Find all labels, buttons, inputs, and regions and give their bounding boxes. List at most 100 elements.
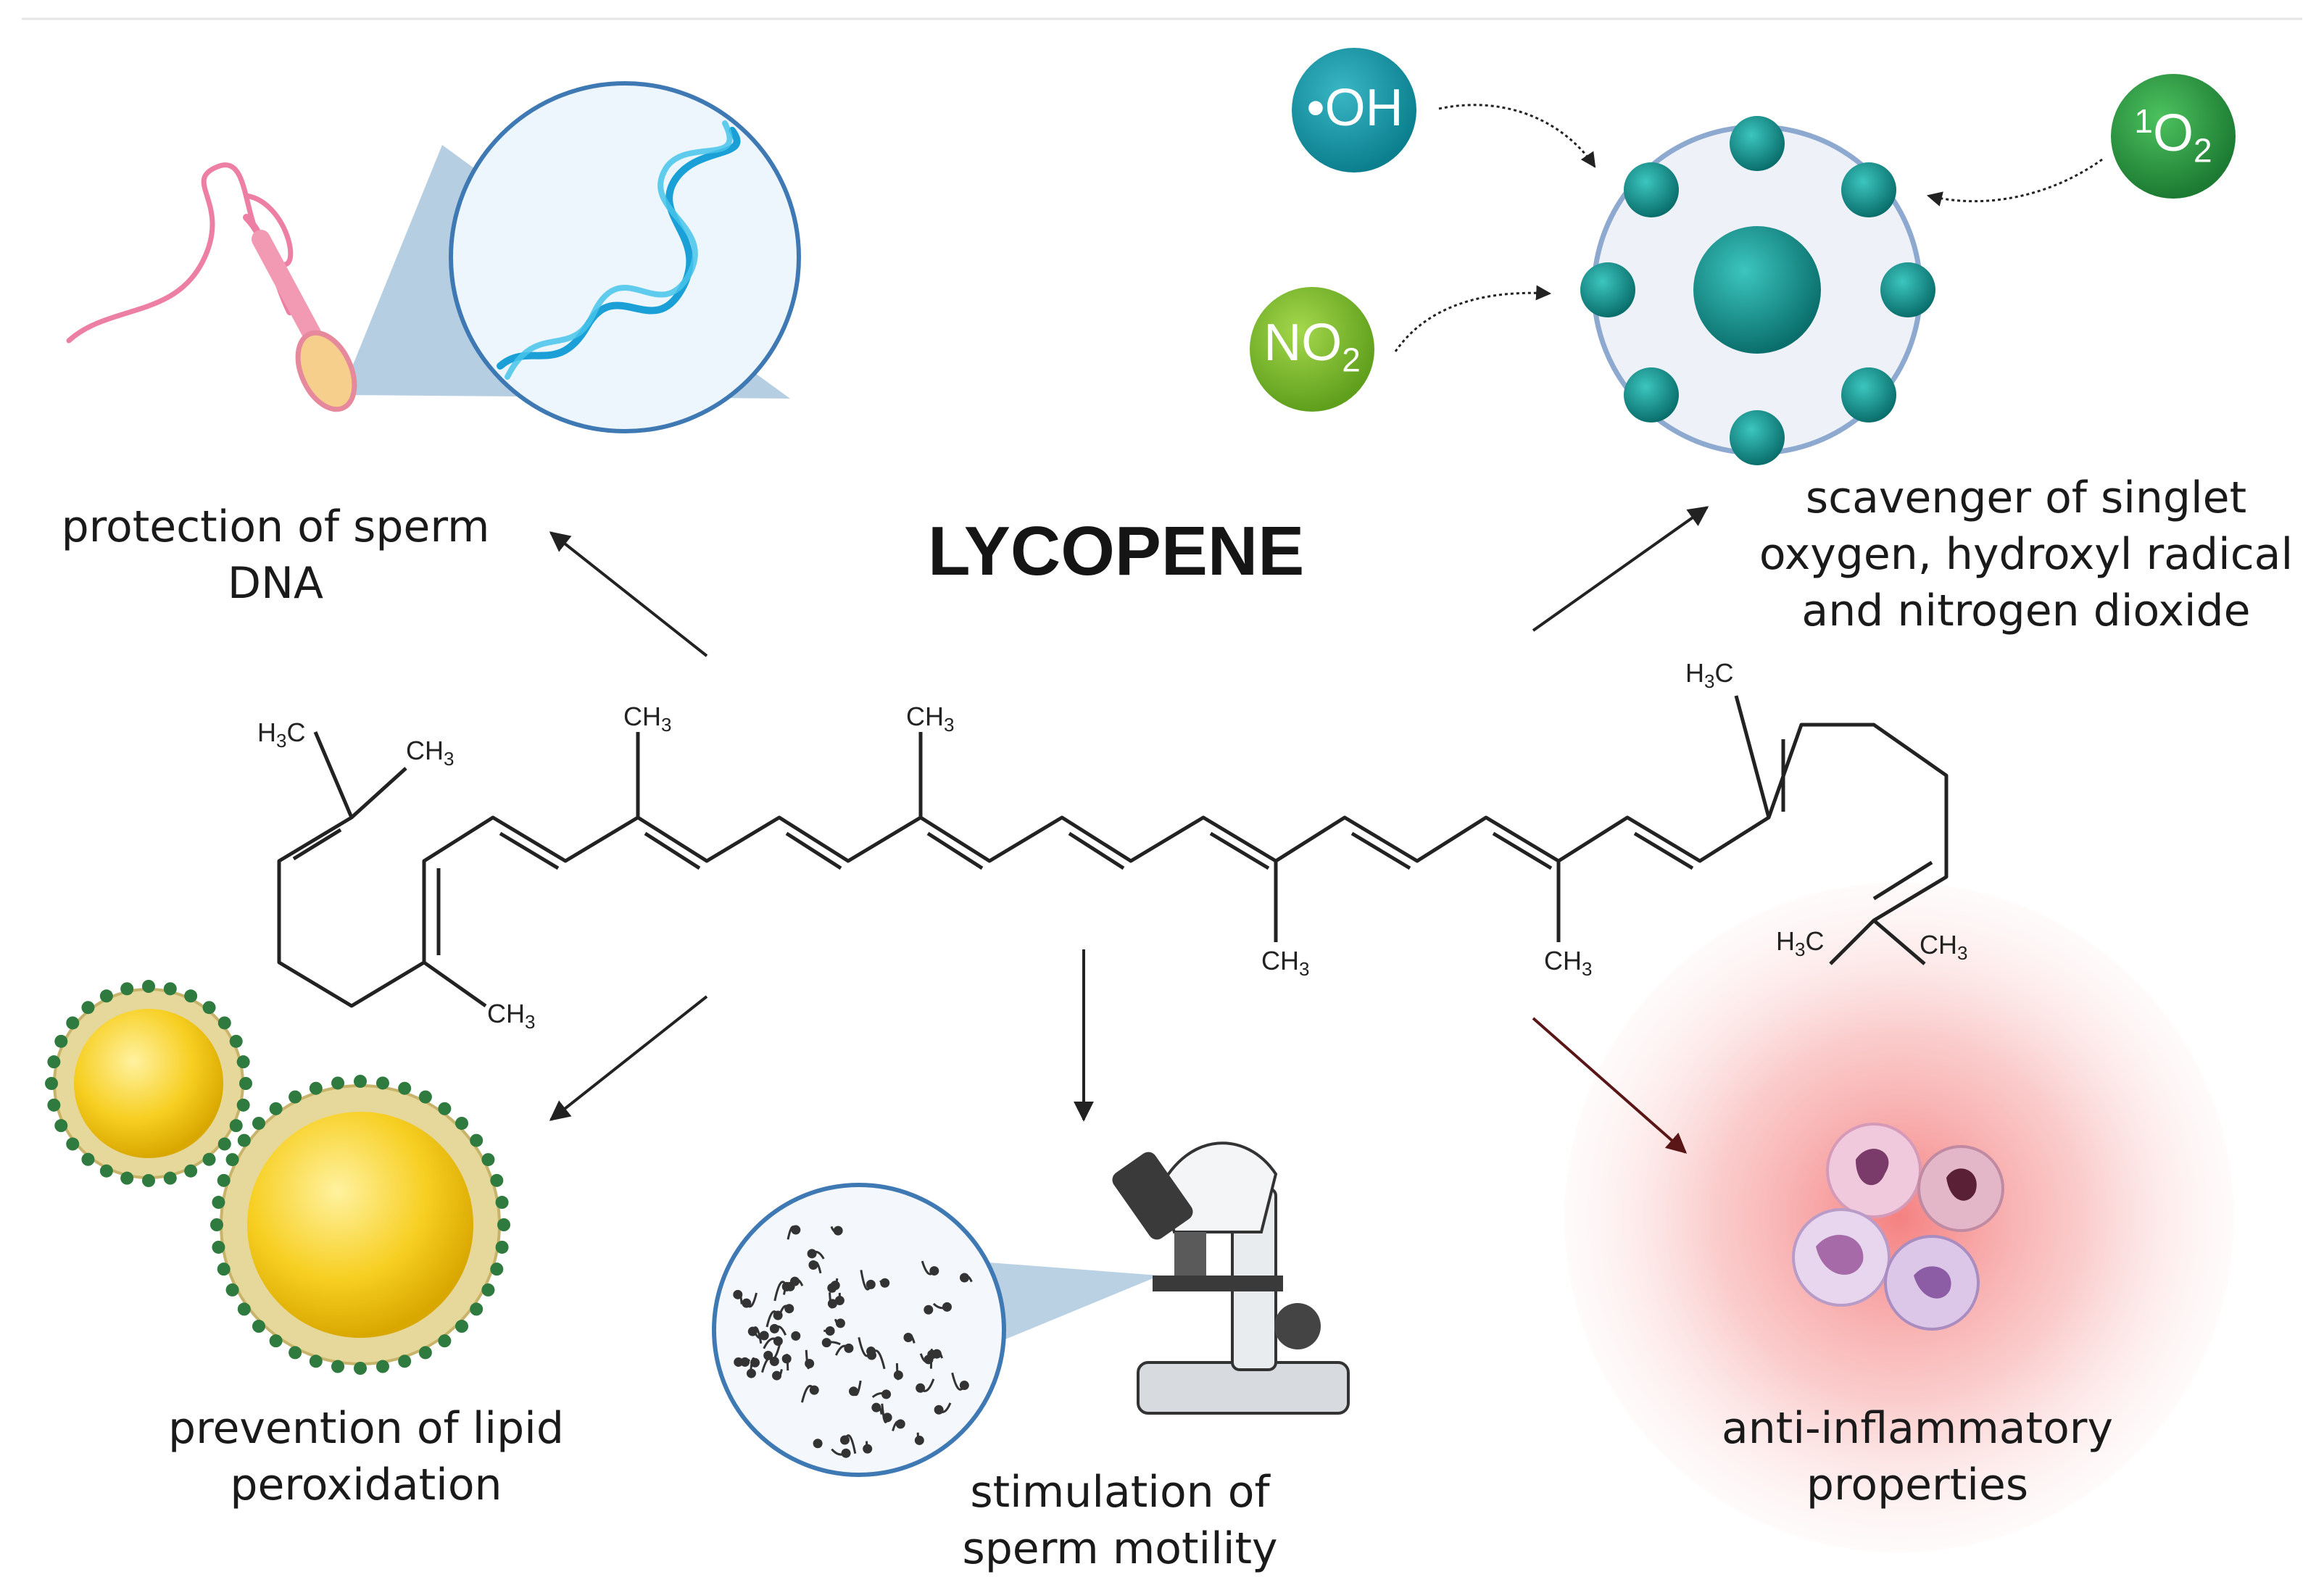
lipid-dot [470,1134,483,1147]
lipid-dot [120,982,133,995]
ch-text: CH [1261,946,1299,975]
lipid-dot [239,1077,252,1090]
lipid-dot [218,1138,231,1151]
lipid-dot [54,1035,67,1048]
lipid-dot [310,1355,323,1368]
lipid-dot [47,1099,60,1112]
lipid-dot [398,1082,411,1095]
lipid-dot [490,1262,503,1276]
subscript-three: 3 [1795,939,1805,960]
sperm-head [850,1388,857,1395]
sperm-head [864,1445,871,1452]
sperm-head [837,1320,844,1327]
sperm-head [823,1339,830,1347]
h-text: H [1776,926,1795,956]
methyl-label: CH3 [1920,930,1967,965]
sperm-head [916,1436,923,1444]
sperm-head [895,1371,902,1378]
sperm-head [786,1305,793,1312]
sperm-head [773,1372,781,1379]
c-text: C [1714,658,1733,688]
lipid-dot [238,1302,251,1315]
lipid-dot [252,1320,265,1333]
ch-text: CH [406,736,444,765]
sperm-head [810,1386,818,1394]
lipid-dot [238,1134,251,1147]
lipid-dot [184,1165,197,1178]
sperm-dna-illustration [69,83,799,431]
lipid-dot [164,1172,177,1185]
lipid-dot [66,1138,79,1151]
lipid-dot [376,1360,389,1373]
subscript-three: 3 [1704,670,1714,692]
lipid-dot [252,1117,265,1130]
lipid-dot [481,1153,494,1166]
label-line: protection of sperm [47,499,504,555]
lipid-dot [120,1172,133,1185]
sperm-head [774,1338,781,1345]
ch-text: CH [623,702,661,731]
subscript-three: 3 [1299,958,1309,980]
lipid-dot [217,1262,231,1276]
sperm-head [931,1268,938,1275]
lipid-dot [376,1076,389,1089]
lipid-dot [47,1055,60,1068]
singlet-oxygen-base: O [2153,104,2194,162]
lipid-dot [455,1117,468,1130]
motility-illustration [714,1143,1348,1475]
lipid-dot [438,1334,451,1347]
sperm-head [905,1334,912,1341]
sperm-head [836,1297,843,1305]
sperm-head [925,1306,932,1313]
c-text: C [1805,926,1824,956]
lipid-dot [289,1346,302,1359]
sperm-head [868,1348,875,1355]
methyl-label: CH3 [906,702,954,736]
nitrogen-dioxide-label: NO2 [1250,313,1374,379]
lipid-dot [218,1016,231,1029]
lipid-dot [81,1001,94,1014]
sperm-head [760,1332,768,1339]
lipid-dot [54,1119,67,1132]
label-line: DNA [47,555,504,612]
label-line: properties [1689,1457,2146,1513]
label-line: anti-inflammatory [1689,1400,2146,1457]
subscript-three: 3 [276,730,286,752]
sperm-head [943,1303,950,1310]
lipid-dot [289,1091,302,1104]
sperm-head [752,1359,759,1366]
sperm-head [841,1436,848,1444]
sperm-head [808,1250,816,1257]
sperm-head [881,1279,889,1286]
label-line: peroxidation [138,1457,594,1513]
lipid-dot [310,1082,323,1095]
methyl-label: CH3 [487,999,535,1033]
lipid-dot [438,1102,451,1115]
sperm-head [867,1281,874,1288]
methyl-label: CH3 [406,736,454,770]
sperm-head [829,1300,836,1307]
label-line: sperm motility [902,1520,1337,1577]
sperm-head [960,1382,968,1389]
methyl-label: CH3 [1544,946,1592,981]
ch-text: CH [1544,946,1582,975]
lipid-dot [354,1362,367,1375]
lipid-dot [331,1360,344,1373]
methyl-label: H3C [1685,658,1733,693]
sperm-head [771,1325,778,1332]
lipid-dot [496,1196,509,1209]
lipid-dot [212,1196,225,1209]
sperm-head [873,1404,880,1411]
sperm-head [826,1328,834,1335]
label-scavenger: scavenger of singlet oxygen, hydroxyl ra… [1736,470,2316,639]
methyl-label: CH3 [623,702,671,736]
label-anti-inflammatory: anti-inflammatory properties [1689,1400,2146,1513]
sperm-head [774,1312,781,1319]
sperm-head [765,1352,772,1359]
label-line: scavenger of singlet [1736,470,2316,526]
methyl-label: H3C [257,717,305,752]
nitrogen-dioxide-subscript: 2 [1342,341,1361,378]
lipid-droplet-illustration [45,980,510,1375]
lipid-dot [496,1241,509,1254]
